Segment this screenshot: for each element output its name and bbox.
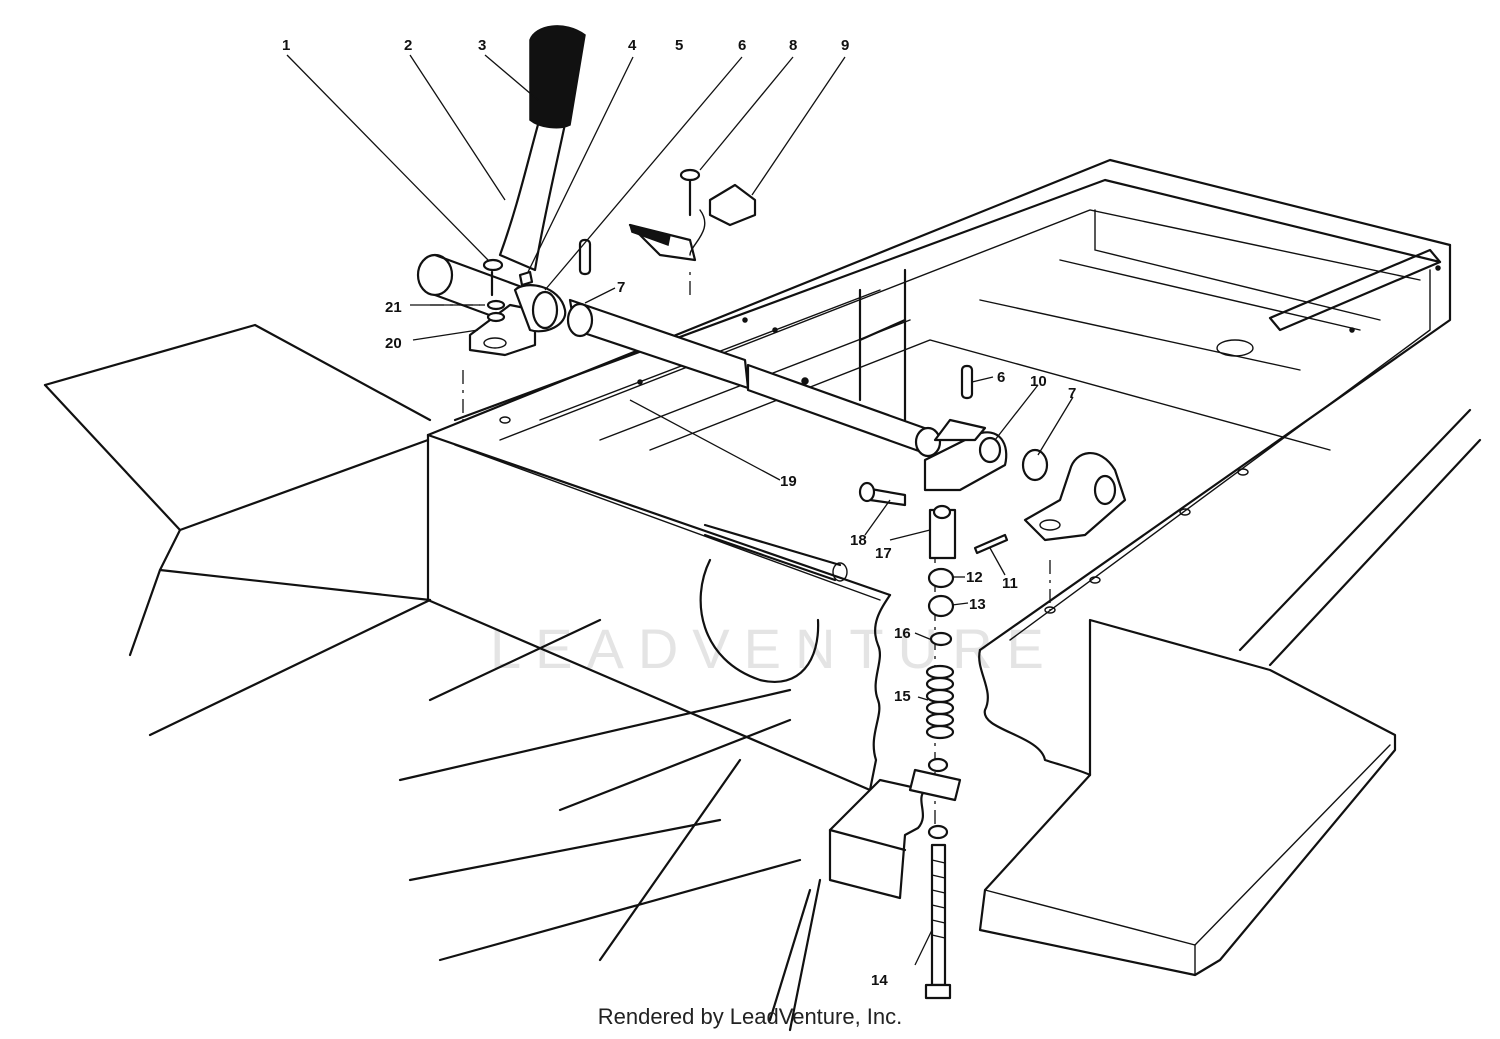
left-deck-panel — [43, 323, 802, 962]
callout-6-right: 6 — [997, 369, 1005, 386]
watermark: LEADVENTURE — [490, 617, 1058, 680]
leader-lines — [286, 54, 1074, 966]
callout-19: 19 — [780, 473, 797, 490]
spring — [925, 664, 955, 740]
callout-20: 20 — [385, 335, 402, 352]
callout-13: 13 — [969, 596, 986, 613]
callout-labels: 1 2 3 4 5 6 8 9 21 20 7 6 10 7 19 18 17 … — [282, 37, 1076, 989]
callout-9: 9 — [841, 37, 849, 54]
render-credit: Rendered by LeadVenture, Inc. — [597, 1004, 903, 1029]
callout-14: 14 — [871, 972, 888, 989]
callout-21: 21 — [385, 299, 402, 316]
callout-1: 1 — [282, 37, 290, 54]
lift-lever — [498, 25, 586, 272]
callout-5: 5 — [675, 37, 683, 54]
callout-17: 17 — [875, 545, 892, 562]
lift-shaft-assembly — [416, 168, 1127, 1000]
callout-4: 4 — [628, 37, 637, 54]
callout-10: 10 — [1030, 373, 1047, 390]
callout-7-left: 7 — [617, 279, 625, 296]
callout-6-top: 6 — [738, 37, 746, 54]
callout-11: 11 — [1002, 575, 1018, 592]
right-deck-panel — [978, 408, 1482, 977]
callout-15: 15 — [894, 688, 911, 705]
callout-16: 16 — [894, 625, 911, 642]
center-block — [768, 778, 927, 1032]
callout-8: 8 — [789, 37, 797, 54]
callout-18: 18 — [850, 532, 867, 549]
callout-7-right: 7 — [1068, 385, 1076, 402]
callout-12: 12 — [966, 569, 983, 586]
callout-2: 2 — [404, 37, 412, 54]
callout-3: 3 — [478, 37, 486, 54]
